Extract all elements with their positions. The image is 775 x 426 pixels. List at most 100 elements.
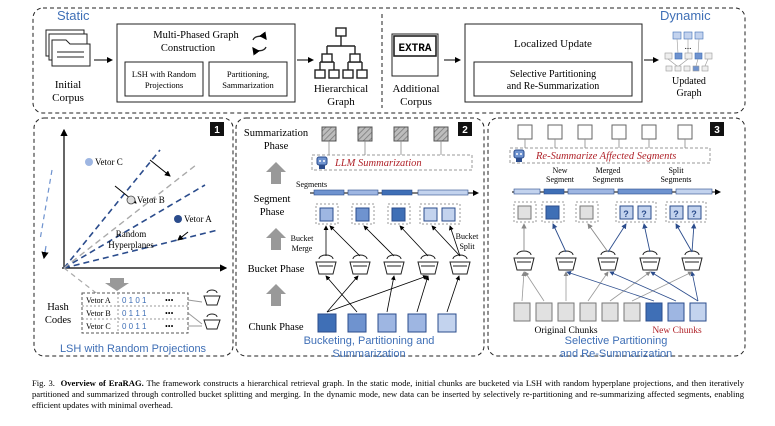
random-hyperplanes-label-2: Hyperplanes [108,240,154,250]
hash-codes-label-2: Codes [45,315,71,326]
panel3-bucket-to-segment-links [521,223,697,253]
panel2-buckets [315,254,471,275]
panel2-bucket-to-segment-links [323,225,461,257]
additional-corpus-label-1: Additional [392,83,439,95]
vetor-b-label: Vetor B [137,195,165,205]
hash-row-a-dots: ••• [165,296,174,305]
panel2-number-badge [458,122,472,136]
chunk-nodes [317,313,457,333]
panel1-caption: LSH with Random Projections [60,343,207,355]
robot-icon [316,156,328,169]
panel1-number-badge [210,122,224,136]
panel3-segment-bars [513,188,713,195]
panel3-number: 3 [714,125,720,136]
lsh-subbox-label-2: Projections [145,80,183,90]
construction-title-1: Multi-Phased Graph [153,30,239,41]
segment-nodes [315,203,461,225]
segment-bars [313,189,469,196]
hash-row-a-label: Vetor A [86,296,111,305]
segment-phase-label-2: Phase [260,207,285,218]
summary-nodes [321,126,449,142]
question-mark-4: ? [691,209,697,219]
updated-graph-ellipsis: ... [685,41,692,51]
figure-caption: Fig. 3. Overview of EraRAG. The framewor… [32,378,744,412]
hash-row-c-label: Vetor C [86,322,111,331]
caption-title: Overview of EraRAG. [60,378,144,388]
extra-document-icon [391,33,439,77]
panel1-number: 1 [214,125,220,136]
panel3-chunk-to-bucket-links [521,270,699,302]
caption-prefix: Fig. 3. [32,378,55,388]
panel3-robot-icon [513,149,525,162]
bucket-phase-label: Bucket Phase [248,264,305,275]
resummarize-label: Re-Summarize Affected Segments [535,151,676,162]
question-mark-3: ? [673,209,679,219]
new-segment-label-2: Segment [546,175,575,184]
vetor-a-point [174,215,182,223]
hierarchical-graph-label-1: Hierarchical [314,83,368,95]
summarization-phase-label-2: Phase [264,141,289,152]
initial-corpus-label-2: Corpus [52,92,84,104]
question-mark-2: ? [641,209,647,219]
hash-row-c-bits: 0 0 1 1 [122,322,147,331]
hierarchical-graph-label-2: Graph [327,96,355,108]
hash-row-b-dots: ••• [165,309,174,318]
selective-subbox-label-1: Selective Partitioning [510,69,596,80]
bucket-merge-label-1: Bucket [291,234,314,243]
hash-row-b-label: Vetor B [86,309,111,318]
panel3-segment-nodes [513,201,707,223]
construction-title-2: Construction [161,43,216,54]
merged-segments-label-1: Merged [596,166,621,175]
split-segments-label-2: Segments [660,175,691,184]
panel3-number-badge [710,122,724,136]
caption-body: The framework constructs a hierarchical … [32,378,745,411]
panel3-caption-1: Selective Partitioning [565,335,668,347]
panel3-caption-2: and Re-Summarization [560,348,673,360]
bucket-split-label-1: Bucket [456,232,479,241]
hash-codes-label-1: Hash [47,302,69,313]
llm-summarization-box [311,154,473,171]
merged-segments-label-2: Segments [592,175,623,184]
hash-row-c-dots: ••• [165,322,174,331]
updated-graph-icon [664,31,713,72]
localized-update-label: Localized Update [514,38,592,50]
vetor-b-point [126,195,136,205]
panel1-frame [33,117,234,357]
vetor-c-label: Vetor C [95,157,123,167]
panel2-chunk-to-bucket-links [325,275,461,313]
panel2-caption-2: Summarization [332,348,405,360]
llm-summarization-label: LLM Summarization [334,158,422,169]
new-segment-label-1: New [552,166,567,175]
initial-corpus-icon [45,29,91,67]
segments-label: Segments [296,180,327,189]
chunk-phase-label: Chunk Phase [248,322,303,333]
panel2-frame [235,117,485,357]
dynamic-label: Dynamic [660,8,711,23]
panel3-summary-nodes [517,124,693,140]
new-chunks-label: New Chunks [652,326,702,336]
panel3-summary-links [524,139,686,148]
panel3-frame [487,117,746,357]
partition-subbox [208,61,288,97]
static-label: Static [57,8,90,23]
resummarize-box [509,147,711,164]
up-arrow-segment-to-summary [266,162,286,184]
hierarchical-graph-icon [314,27,368,79]
up-arrow-bucket-to-segment [266,228,286,250]
split-segments-label-1: Split [668,166,684,175]
partition-subbox-label-2: Sammarization [222,80,274,90]
random-hyperplanes-label-1: Random [116,229,147,239]
down-arrow-to-codes [105,278,129,291]
additional-corpus-label-2: Corpus [400,96,432,108]
summarization-phase-label-1: Summarization [244,128,309,139]
vetor-c-point [85,158,93,166]
updated-graph-label-2: Graph [677,88,702,99]
segment-phase-label-1: Segment [254,194,291,205]
bucket-merge-label-2: Merge [292,244,313,253]
selective-subbox-label-2: and Re-Summarization [507,81,599,92]
hash-row-a-bits: 0 1 0 1 [122,296,147,305]
lsh-subbox [124,61,204,97]
panel3-buckets [513,250,703,271]
initial-corpus-label-1: Initial [55,79,81,91]
